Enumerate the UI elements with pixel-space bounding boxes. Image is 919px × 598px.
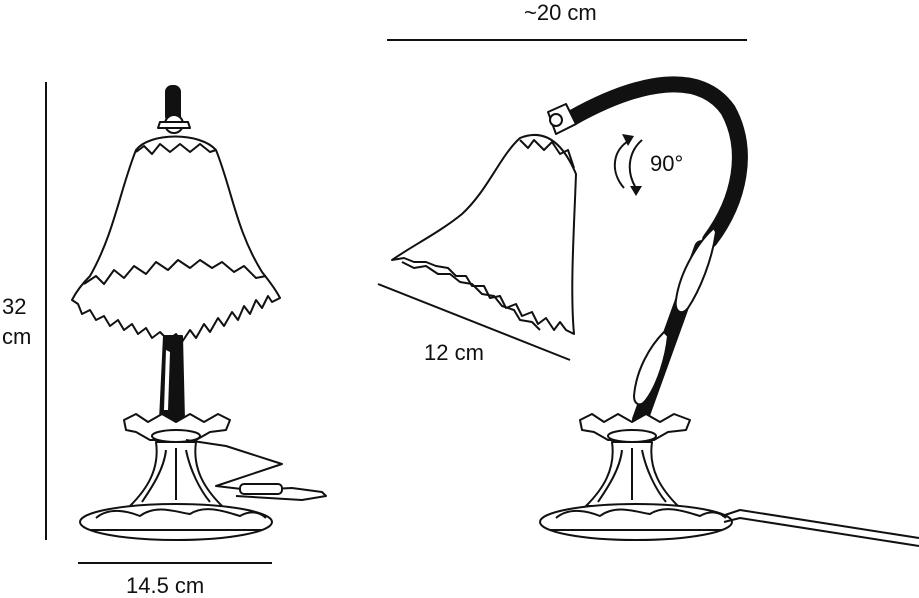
height-label: 32 cm xyxy=(2,292,31,352)
base-cup xyxy=(123,413,231,441)
gooseneck-arm xyxy=(564,76,748,248)
base-plate-front xyxy=(79,503,273,541)
base-diameter-label: 14.5 cm xyxy=(126,573,205,598)
cord-switch-front xyxy=(239,483,283,495)
lamp-side-view xyxy=(391,76,919,547)
power-cord-side xyxy=(721,509,919,547)
rotation-arrow-left xyxy=(614,139,631,189)
rotation-angle-label: 90° xyxy=(650,151,684,176)
arm-sleeve-upper xyxy=(674,227,717,314)
shade-side xyxy=(391,134,577,335)
shade-length-label: 12 cm xyxy=(424,340,484,365)
stem-lower xyxy=(159,335,185,421)
height-value: 32 xyxy=(2,294,27,319)
base-plate-side xyxy=(539,503,733,541)
height-unit: cm xyxy=(2,324,32,349)
reach-width-label: ~20 cm xyxy=(524,0,597,25)
lamp-front-view xyxy=(71,85,327,541)
rotation-arrow-right xyxy=(628,139,643,189)
base-cup-side xyxy=(579,413,691,441)
shade-front xyxy=(71,135,281,343)
shade-dimension-line xyxy=(377,283,571,361)
arm-sleeve-lower xyxy=(633,331,669,406)
